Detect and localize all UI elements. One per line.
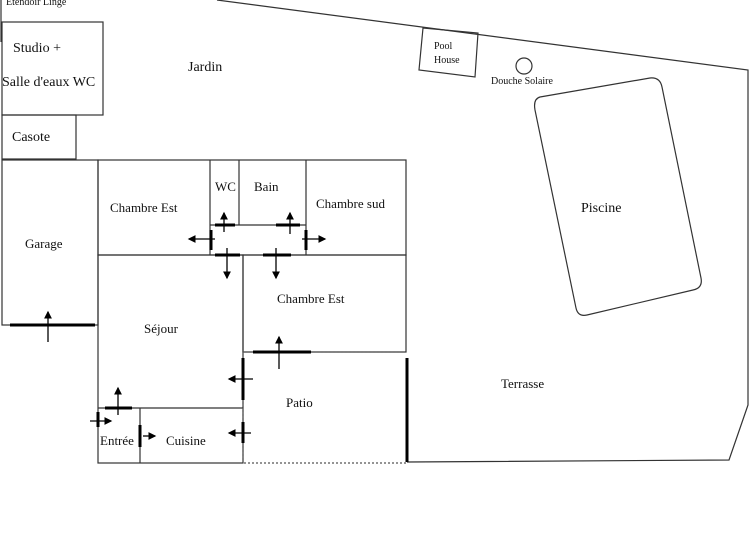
property-boundary bbox=[216, 0, 749, 463]
label-bain: Bain bbox=[254, 179, 279, 194]
casote-room bbox=[1, 114, 77, 160]
door-cuisine-patio bbox=[227, 422, 251, 443]
sejour-room bbox=[97, 254, 244, 464]
label-chambre-est-1: Chambre Est bbox=[110, 200, 178, 215]
door-wc bbox=[215, 211, 235, 232]
label-garage: Garage bbox=[25, 236, 63, 251]
solar-shower bbox=[515, 57, 533, 75]
label-pool-house-2: House bbox=[434, 55, 460, 66]
door-chambre-est-2 bbox=[263, 248, 291, 280]
door-sejour bbox=[215, 248, 240, 280]
label-chambre-est-2: Chambre Est bbox=[277, 291, 345, 306]
pool bbox=[533, 77, 702, 316]
door-chambre-sud bbox=[302, 230, 327, 250]
label-etendoir: Etendoir Linge bbox=[6, 0, 67, 8]
door-patio-chambre bbox=[253, 335, 311, 369]
label-wc: WC bbox=[215, 179, 236, 194]
label-studio-1: Studio + bbox=[13, 41, 61, 56]
label-entree: Entrée bbox=[100, 433, 134, 448]
studio-room bbox=[1, 21, 104, 116]
door-cuisine bbox=[138, 425, 157, 447]
pool-house bbox=[418, 27, 479, 78]
label-pool-house-1: Pool bbox=[434, 41, 453, 52]
label-studio-2: Salle d'eaux WC bbox=[2, 75, 95, 90]
label-jardin: Jardin bbox=[188, 60, 222, 75]
label-casote: Casote bbox=[12, 130, 50, 145]
door-entree bbox=[90, 412, 113, 427]
label-douche: Douche Solaire bbox=[491, 76, 553, 87]
door-patio-sejour bbox=[227, 358, 253, 400]
door-chambre-est-1 bbox=[187, 230, 215, 250]
label-terrasse: Terrasse bbox=[501, 376, 544, 391]
label-patio: Patio bbox=[286, 395, 313, 410]
patio-outline bbox=[242, 351, 406, 464]
label-sejour: Séjour bbox=[144, 321, 179, 336]
label-chambre-sud: Chambre sud bbox=[316, 196, 385, 211]
label-piscine: Piscine bbox=[581, 201, 621, 216]
door-entree-sejour bbox=[105, 386, 132, 415]
door-garage bbox=[10, 310, 95, 342]
label-cuisine: Cuisine bbox=[166, 433, 206, 448]
door-bain bbox=[276, 211, 300, 234]
